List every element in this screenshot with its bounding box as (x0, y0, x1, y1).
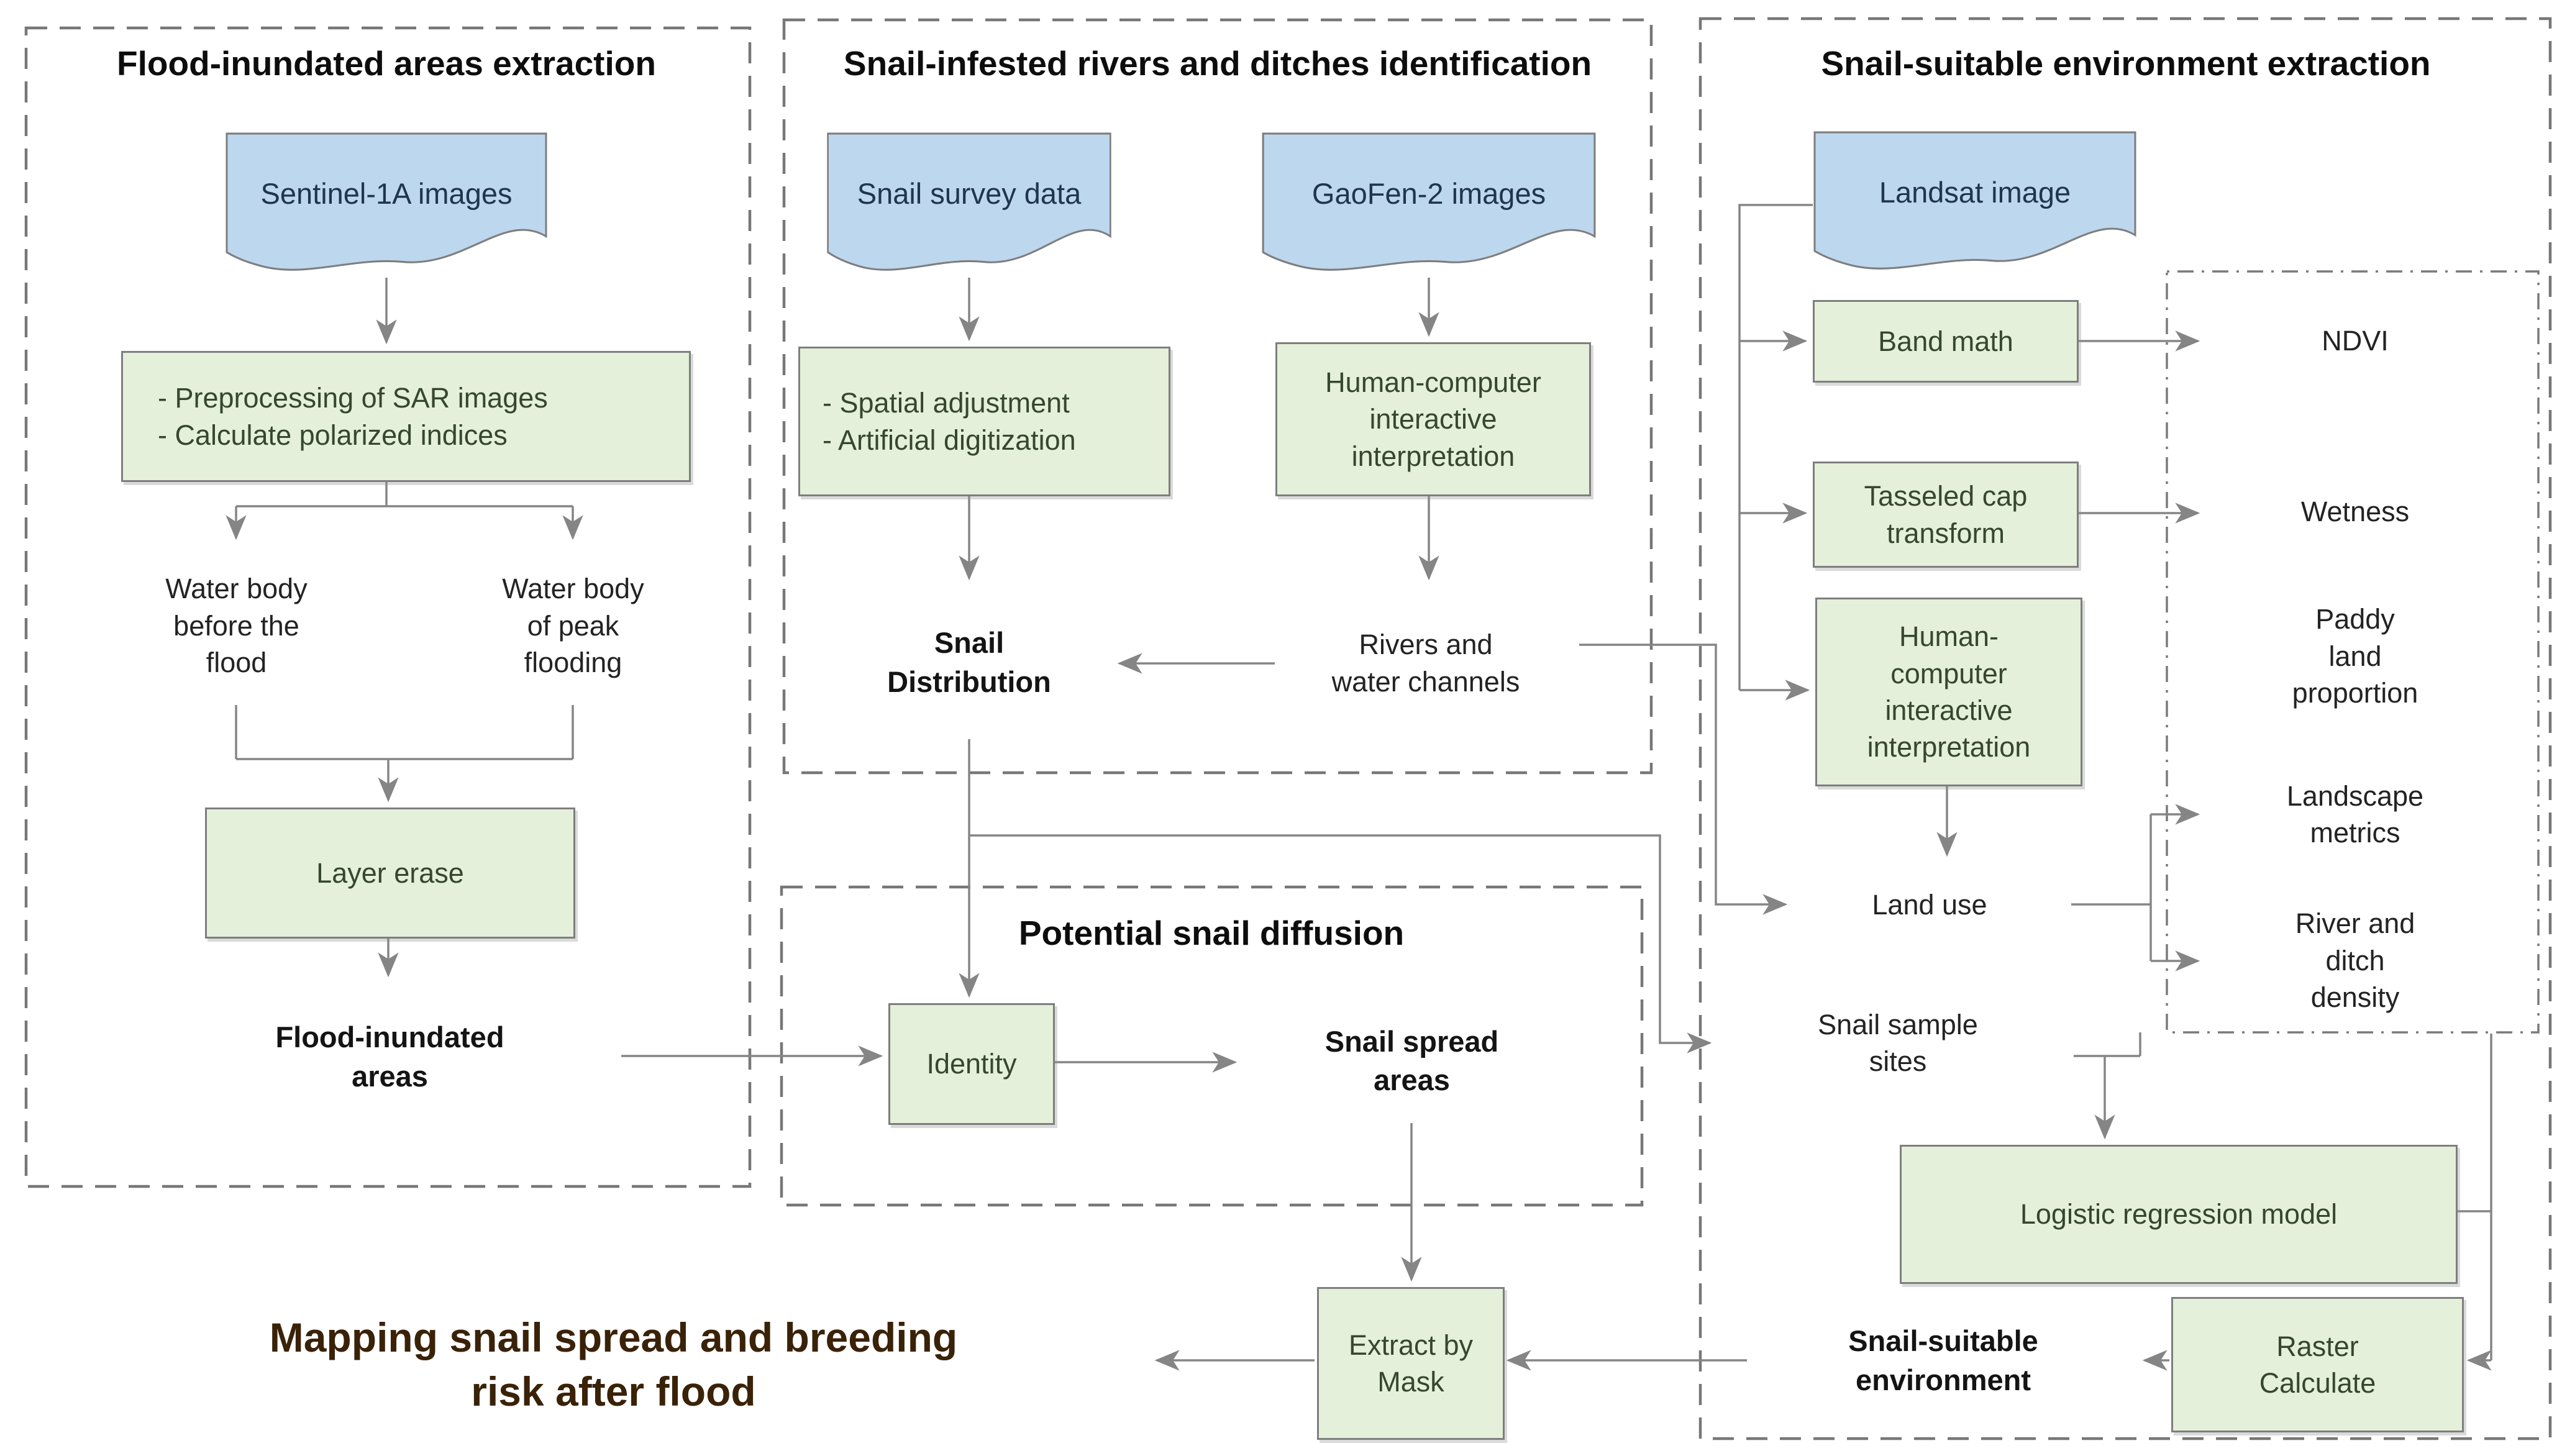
node-preprocessing: - Preprocessing of SAR images - Calculat… (121, 351, 691, 482)
document-shape (1262, 132, 1596, 271)
node-identity: Identity (888, 1003, 1055, 1125)
node-wetness: Wetness (2207, 458, 2504, 565)
section-title-snail-rivers: Snail-infested rivers and ditches identi… (843, 44, 1592, 83)
node-label: Water body before the flood (165, 573, 308, 679)
document-shape (1813, 131, 2136, 270)
node-label: Human-computer interactive interpretatio… (1325, 366, 1541, 472)
node-label: Logistic regression model (2020, 1198, 2338, 1231)
node-label: Identity (926, 1048, 1017, 1080)
node-label: - Preprocessing of SAR images - Calculat… (158, 382, 548, 451)
node-label: Snail survey data (857, 177, 1082, 211)
node-snail-survey-data: Snail survey data (826, 132, 1112, 278)
connector-factors-junction (2074, 1032, 2141, 1057)
document-shape (827, 132, 1111, 271)
node-hc-interpretation-mid: Human-computer interactive interpretatio… (1275, 342, 1591, 496)
section-frame-environment (1698, 17, 2552, 1440)
node-rivers-water-channels: Rivers and water channels (1249, 587, 1603, 739)
node-label: Band math (1878, 325, 2013, 357)
node-ndvi: NDVI (2207, 297, 2504, 385)
node-label: Flood-inundated areas (275, 1021, 504, 1093)
node-snail-sample-sites: Snail sample sites (1718, 971, 2078, 1115)
node-label: Snail Distribution (887, 626, 1051, 698)
node-label: River and ditch density (2295, 908, 2415, 1014)
node-label: Tasseled cap transform (1864, 480, 2028, 549)
node-label: Wetness (2300, 496, 2410, 528)
node-label: GaoFen-2 images (1311, 177, 1546, 211)
node-label: Snail sample sites (1818, 1008, 1978, 1077)
node-mapping-output: Mapping snail spread and breeding risk a… (68, 1294, 1159, 1436)
node-band-math: Band math (1813, 300, 2079, 383)
node-tasseled-cap: Tasseled cap transform (1813, 462, 2079, 568)
node-label: NDVI (2322, 325, 2389, 357)
node-label: Sentinel-1A images (260, 177, 513, 211)
connector-snail-distribution-sites (969, 834, 1712, 1053)
node-gaofen-images: GaoFen-2 images (1261, 132, 1597, 278)
section-frame-snail-rivers (782, 18, 1653, 775)
node-water-body-peak: Water body of peak flooding (410, 547, 736, 705)
section-frame-diffusion (780, 885, 1644, 1207)
node-label: Paddy land proportion (2292, 603, 2418, 709)
connector-rivers-land-use (1579, 644, 1788, 915)
connector-landsat-trunk (1738, 204, 1813, 690)
node-label: Landsat image (1879, 176, 2071, 209)
node-snail-spread-areas: Snail spread areas (1242, 1000, 1581, 1122)
node-label: Landscape metrics (2286, 780, 2424, 849)
node-label: Water body of peak flooding (502, 573, 644, 679)
node-label: Human- computer interactive interpretati… (1867, 621, 2031, 763)
node-flood-inundated-areas: Flood-inundated areas (155, 983, 624, 1131)
node-snail-suitable-environment: Snail-suitable environment (1751, 1291, 2136, 1431)
node-layer-erase: Layer erase (205, 808, 575, 939)
node-land-use: Land use (1789, 862, 2070, 947)
node-paddy-land-proportion: Paddy land proportion (2207, 589, 2504, 724)
node-logistic-regression: Logistic regression model (1900, 1145, 2458, 1284)
node-label: Snail spread areas (1324, 1024, 1499, 1096)
node-landsat-image: Landsat image (1813, 130, 2137, 276)
node-snail-distribution: Snail Distribution (826, 586, 1112, 739)
connector-logistic-raster (2455, 1034, 2491, 1360)
section-title-flood-extraction: Flood-inundated areas extraction (117, 44, 656, 83)
node-water-body-before: Water body before the flood (73, 547, 399, 705)
node-extract-by-mask: Extract by Mask (1317, 1287, 1505, 1440)
connector-preprocessing-split (236, 478, 573, 507)
node-hc-interpretation-right: Human- computer interactive interpretati… (1815, 598, 2082, 786)
node-label: Mapping snail spread and breeding risk a… (269, 1314, 958, 1414)
node-spatial-adjustment: - Spatial adjustment - Artificial digiti… (798, 347, 1170, 496)
connector-water-merge (235, 705, 574, 760)
node-label: Snail-suitable environment (1848, 1324, 2038, 1396)
section-title-environment: Snail-suitable environment extraction (1821, 44, 2431, 83)
document-shape (226, 132, 547, 271)
node-river-ditch-density: River and ditch density (2207, 893, 2504, 1028)
node-raster-calculate: Raster Calculate (2171, 1297, 2464, 1432)
node-label: Layer erase (316, 857, 464, 889)
node-label: Extract by Mask (1348, 1329, 1474, 1398)
node-label: - Spatial adjustment - Artificial digiti… (823, 387, 1076, 456)
section-title-diffusion: Potential snail diffusion (1018, 914, 1405, 952)
node-label: Raster Calculate (2259, 1330, 2376, 1399)
node-label: Land use (1872, 888, 1987, 921)
node-landscape-metrics: Landscape metrics (2207, 759, 2504, 870)
section-frame-factors (2166, 270, 2540, 1034)
connector-land-use-splitter (2071, 814, 2152, 961)
node-label: Rivers and water channels (1331, 629, 1520, 698)
node-sentinel-images: Sentinel-1A images (225, 132, 548, 278)
